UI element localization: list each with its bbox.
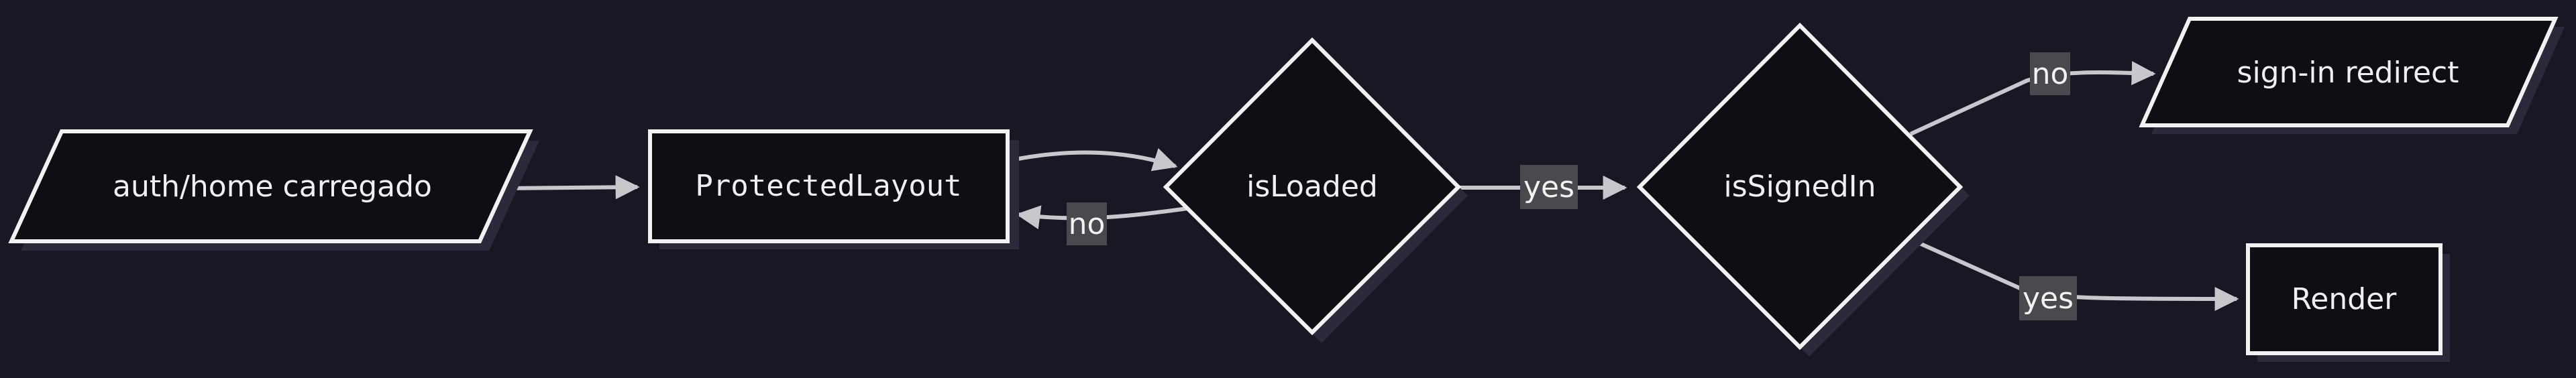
node-is-signed-in-shape: [1636, 22, 1964, 351]
edge-label-signed-no-text: no: [2032, 57, 2069, 91]
node-is-loaded-shape: [1163, 37, 1462, 336]
node-sign-in-redirect-shape: [2139, 17, 2559, 127]
edge-label-signed-yes-text: yes: [2023, 281, 2074, 316]
node-is-signed-in-label: isSignedIn: [1724, 170, 1876, 204]
edge-label-signed-no: no: [2030, 52, 2070, 95]
edge-label-loaded-yes: yes: [1520, 165, 1578, 209]
node-sign-in-redirect[interactable]: sign-in redirect: [2139, 17, 2565, 134]
edge-protected-to-loaded: [1007, 148, 1178, 172]
edge-label-signed-yes: yes: [2019, 276, 2077, 320]
node-protected-layout-shape: [648, 129, 1010, 243]
node-protected-layout-label: ProtectedLayout: [695, 169, 961, 203]
edge-label-loaded-no: no: [1067, 202, 1107, 245]
edge-label-loaded-no-text: no: [1069, 207, 1106, 241]
node-protected-layout[interactable]: ProtectedLayout: [648, 129, 1019, 249]
node-render-shape: [2246, 243, 2443, 355]
edge-start-to-protected: [502, 175, 640, 200]
node-start[interactable]: auth/home carregado: [8, 129, 539, 251]
edge-label-loaded-yes-text: yes: [1523, 170, 1574, 204]
node-is-loaded[interactable]: isLoaded: [1163, 37, 1468, 343]
node-is-signed-in[interactable]: isSignedIn: [1636, 22, 1970, 357]
node-is-loaded-label: isLoaded: [1246, 170, 1378, 204]
node-start-shape: [8, 129, 533, 243]
node-start-label: auth/home carregado: [113, 170, 432, 204]
edge-labels: no yes no yes: [1067, 52, 2077, 320]
nodes: auth/home carregado ProtectedLayout isLo…: [8, 17, 2565, 362]
node-render[interactable]: Render: [2246, 243, 2450, 362]
node-render-label: Render: [2292, 282, 2398, 316]
node-sign-in-redirect-label: sign-in redirect: [2237, 56, 2459, 90]
